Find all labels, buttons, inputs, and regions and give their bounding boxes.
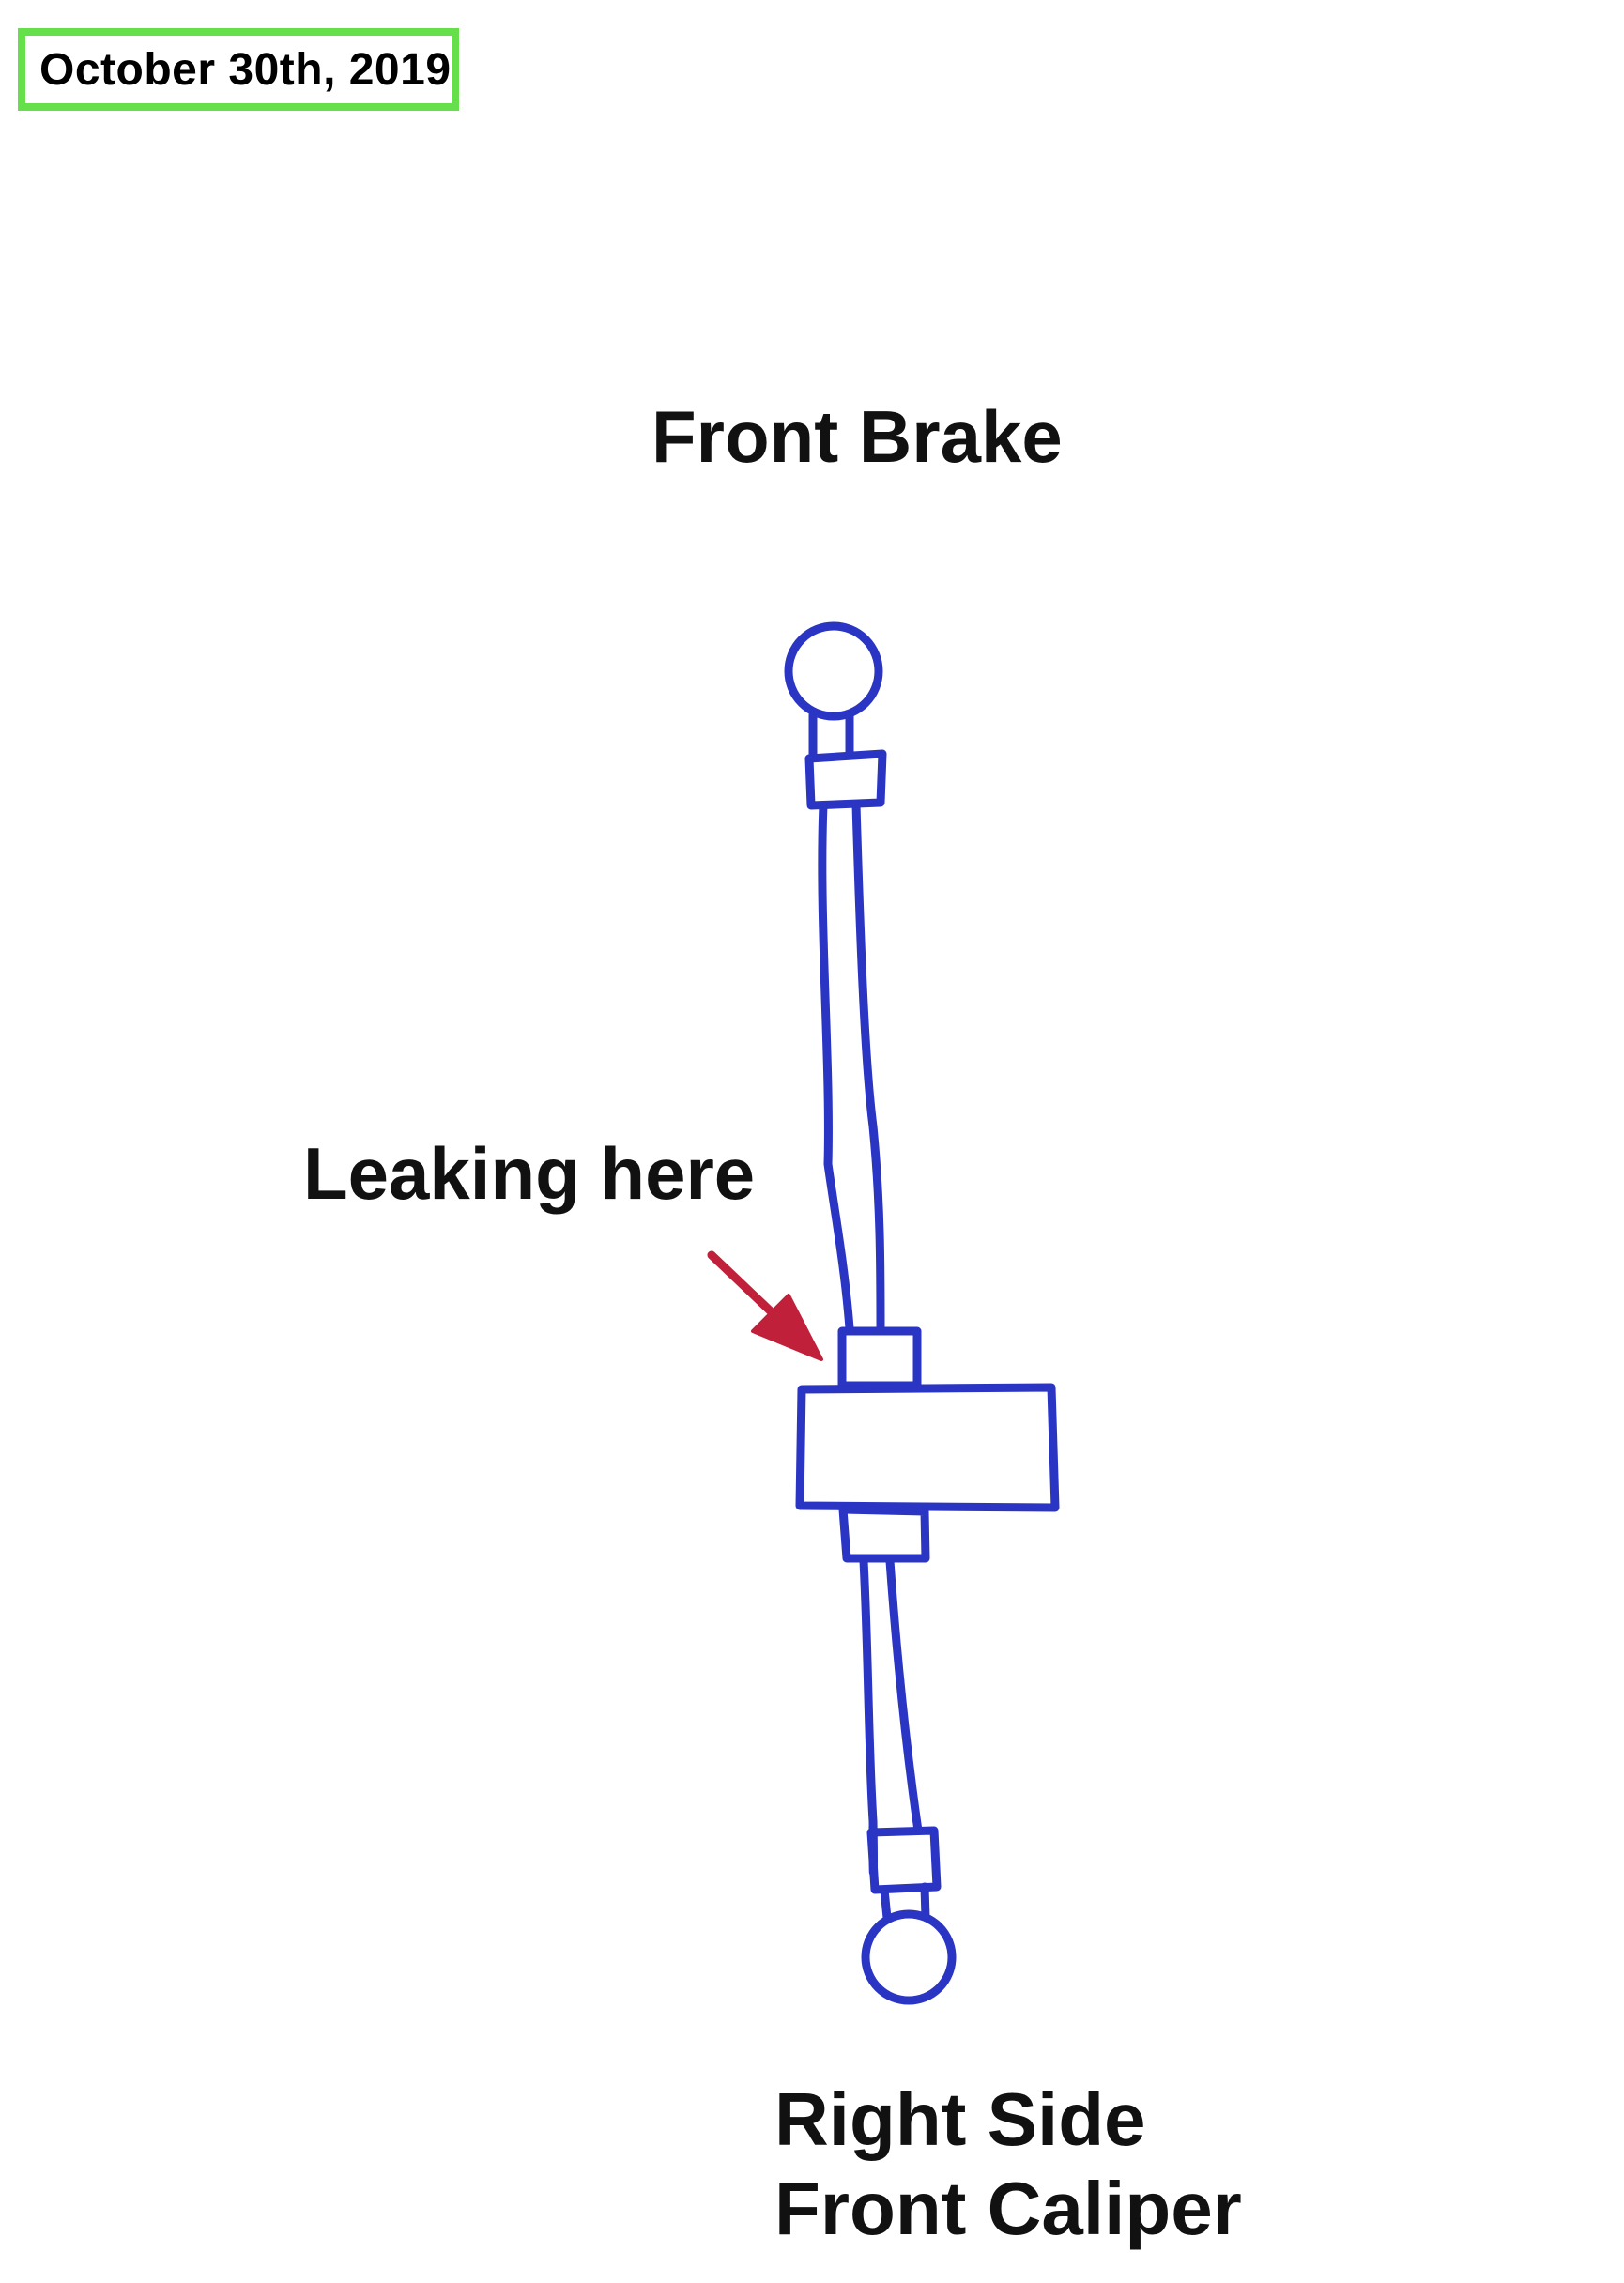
caption-line-2: Front Caliper bbox=[774, 2167, 1242, 2250]
leak-arrow bbox=[707, 1250, 823, 1361]
diagram-title: Front Brake bbox=[651, 395, 1063, 478]
top-banjo-ring bbox=[784, 621, 883, 721]
lower-caliper-fitting bbox=[838, 1505, 930, 1563]
leak-annotation-label: Leaking here bbox=[303, 1132, 756, 1215]
date-text: October 30th, 2019 bbox=[39, 44, 452, 95]
bottom-ring-neck bbox=[880, 1882, 930, 1923]
bottom-fitting bbox=[866, 1826, 942, 1894]
top-ring-neck bbox=[808, 711, 854, 760]
top-fitting bbox=[804, 749, 887, 810]
date-stamp: October 30th, 2019 bbox=[18, 28, 459, 111]
caliper-caption: Right Side Front Caliper bbox=[774, 2075, 1242, 2253]
upper-hose bbox=[818, 800, 885, 1333]
caption-line-1: Right Side bbox=[774, 2077, 1146, 2161]
lower-hose bbox=[859, 1556, 923, 1877]
upper-caliper-fitting bbox=[837, 1326, 922, 1390]
junction-body bbox=[795, 1383, 1060, 1512]
bottom-banjo-ring bbox=[861, 1909, 957, 2005]
